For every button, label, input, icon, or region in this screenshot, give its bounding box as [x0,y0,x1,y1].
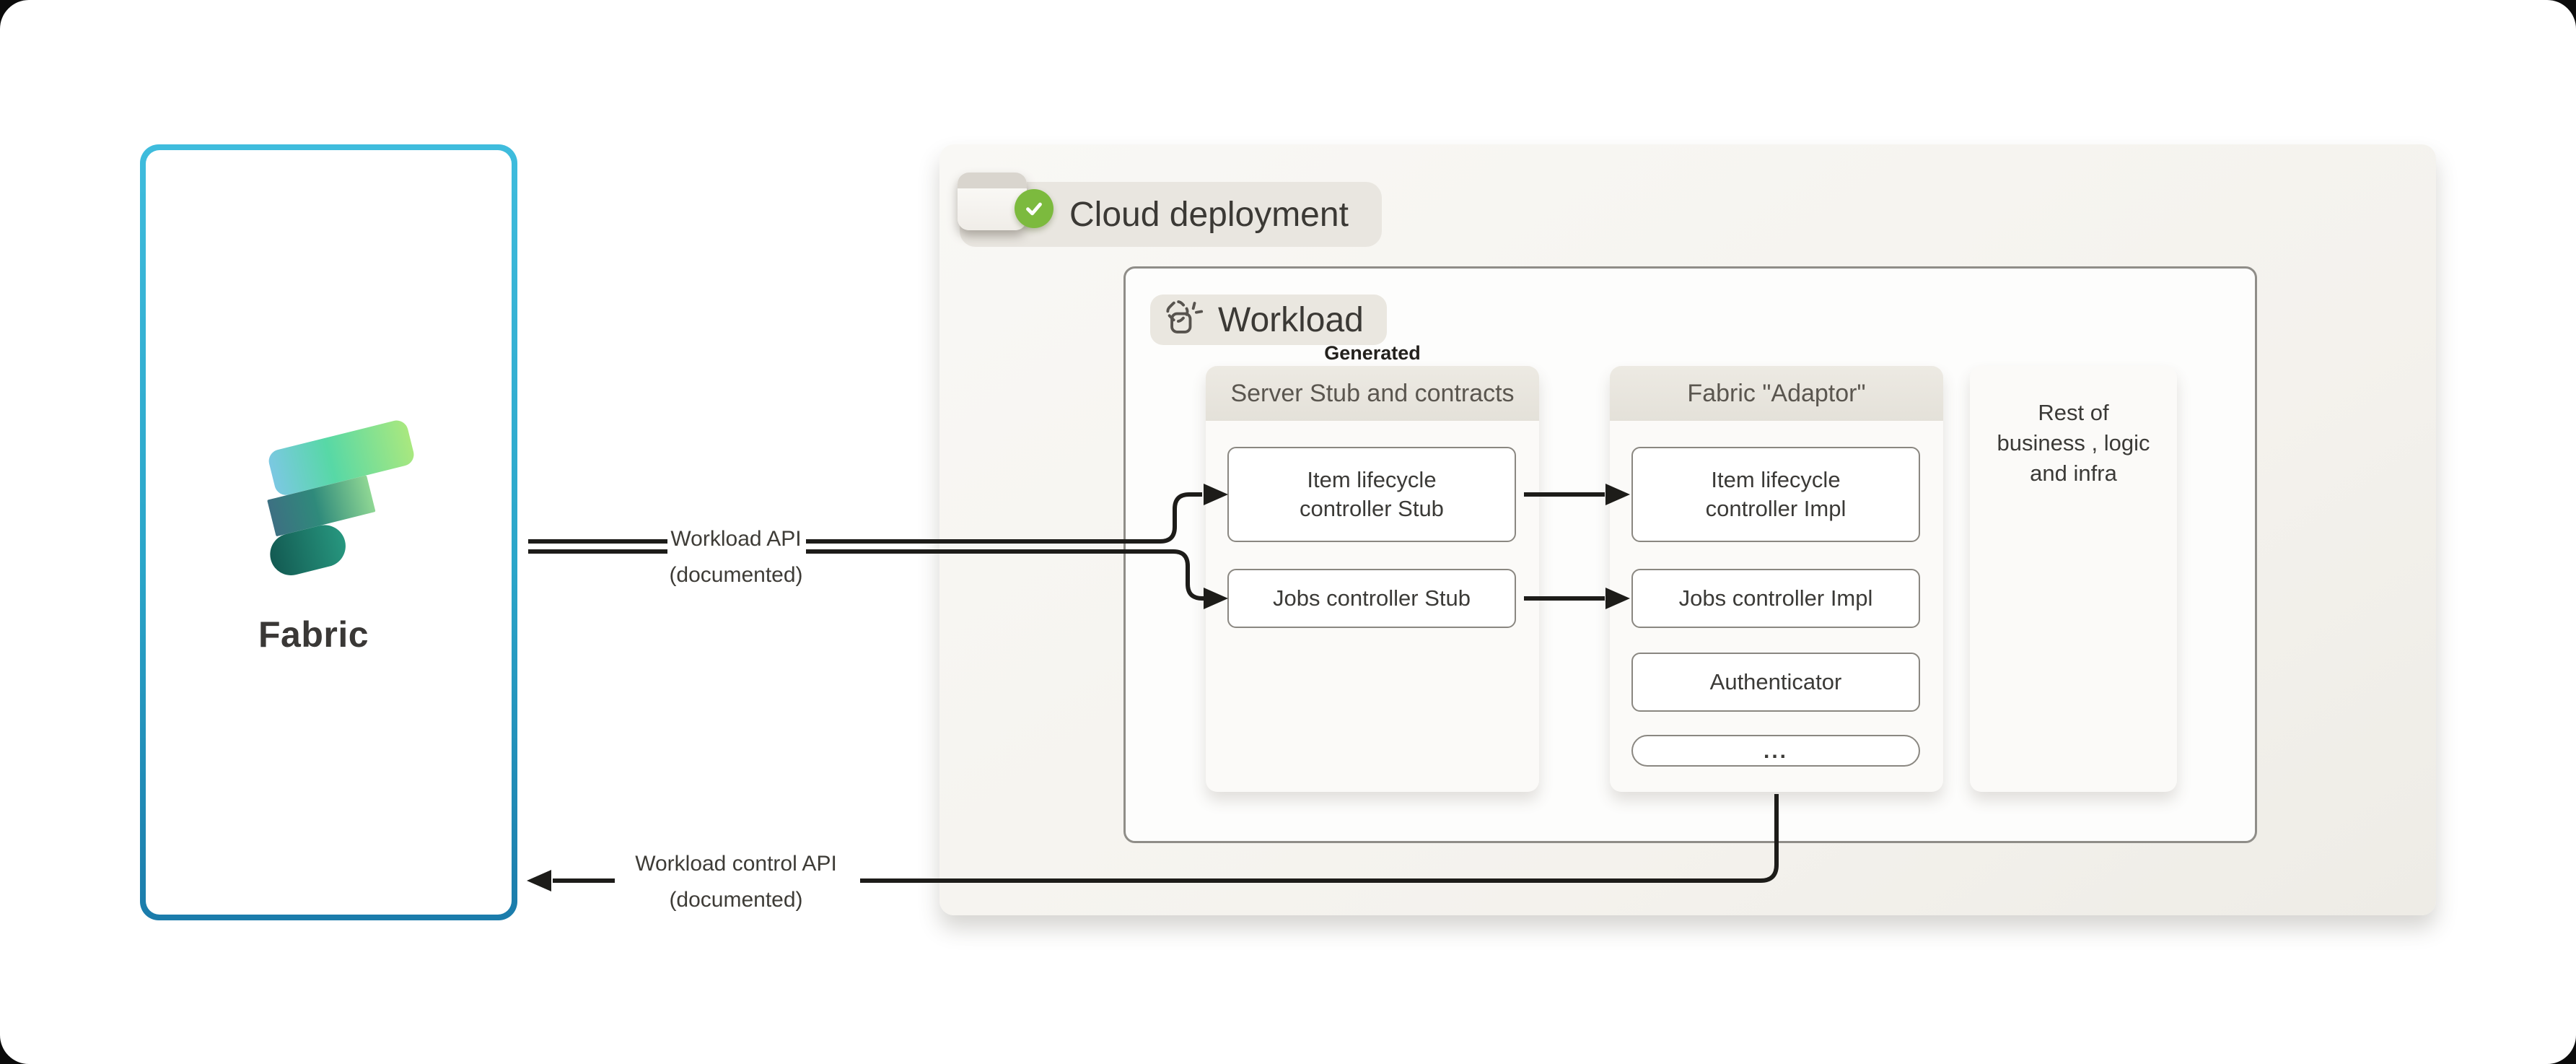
fabric-ribbon-logo [267,420,414,575]
node-item-lifecycle-controller-impl: Item lifecycle controller Impl [1631,447,1920,542]
node-label-line: controller Stub [1300,496,1444,521]
node-label-line: Item lifecycle [1307,466,1437,492]
fabric-panel: Fabric [140,144,517,920]
workload-control-api-label-line1: Workload control API [635,852,837,876]
workload-api-label: Workload API (documented) [628,521,844,593]
node-label-line: Item lifecycle [1711,466,1841,492]
column-server-stub-header: Server Stub and contracts [1206,366,1539,421]
fabric-brand: Fabric [254,416,429,655]
column-fabric-adaptor-header: Fabric "Adaptor" [1610,366,1943,421]
checkmark-icon [1026,202,1042,216]
column-rest-of-business: Rest of business , logic and infra [1970,366,2177,792]
rest-of-business-label: Rest of business , logic and infra [1970,366,2177,489]
workload-api-label-line1: Workload API [670,527,802,551]
generated-label: Generated [1324,342,1421,364]
cloud-deployment-container: Cloud deployment Workloa [939,144,2436,915]
node-jobs-controller-stub: Jobs controller Stub [1227,569,1516,628]
workload-control-api-label-line2: (documented) [669,888,803,912]
node-authenticator: Authenticator [1631,653,1920,712]
node-jobs-controller-impl: Jobs controller Impl [1631,569,1920,628]
node-label-line: controller Impl [1705,496,1846,521]
fabric-label: Fabric [258,614,369,655]
node-label-line: Jobs controller Impl [1678,585,1873,611]
app-window-icon [958,173,1053,230]
node-ellipsis: ... [1631,735,1920,767]
node-label-line: ... [1763,738,1788,763]
check-badge-icon [1015,189,1053,228]
rest-label-line: Rest of [2038,400,2109,425]
rest-label-line: business , logic [1997,429,2150,455]
workload-title-pill: Workload [1150,295,1387,345]
arrowhead-to-fabric [527,870,551,891]
new-item-sparkle-icon [1166,300,1204,333]
column-fabric-adaptor: Fabric "Adaptor" Item lifecycle controll… [1610,366,1943,792]
workload-title: Workload [1218,300,1364,339]
workload-api-label-line2: (documented) [669,563,803,587]
node-item-lifecycle-controller-stub: Item lifecycle controller Stub [1227,447,1516,542]
node-label-line: Authenticator [1709,668,1842,694]
workload-control-api-label: Workload control API (documented) [610,846,862,918]
workload-container: Workload Generated Server Stub and contr… [1123,266,2257,843]
fabric-panel-inner: Fabric [146,150,512,915]
cloud-deployment-title: Cloud deployment [1069,195,1349,234]
node-label-line: Jobs controller Stub [1273,585,1471,611]
column-server-stub: Server Stub and contracts Item lifecycle… [1206,366,1539,792]
rest-label-line: and infra [2030,460,2117,486]
